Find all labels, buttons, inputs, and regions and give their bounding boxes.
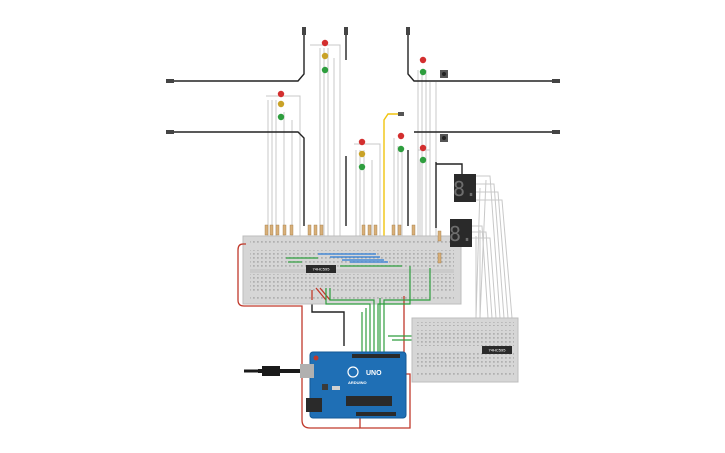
seven-segment-display-1: 8. bbox=[453, 174, 477, 202]
reset-button bbox=[313, 355, 319, 361]
arduino-brand-label: ARDUINO bbox=[348, 380, 367, 385]
red-led bbox=[419, 144, 427, 152]
svg-text:8.: 8. bbox=[453, 177, 477, 201]
usb-connector bbox=[300, 364, 314, 378]
green-led bbox=[419, 156, 427, 164]
analog-header bbox=[356, 412, 396, 416]
yellow-wire bbox=[383, 113, 400, 236]
yellow-led bbox=[358, 150, 366, 158]
digital-header bbox=[352, 354, 400, 358]
red-led bbox=[419, 56, 427, 64]
shift-register-chip-main: 74HC595 bbox=[306, 265, 336, 273]
breadboard-main bbox=[242, 235, 462, 305]
seven-segment-display-2: 8. bbox=[449, 219, 473, 247]
crystal bbox=[332, 386, 340, 390]
led-group-top bbox=[321, 39, 329, 74]
yellow-wire-cap bbox=[398, 112, 404, 116]
arduino-model-label: UNO bbox=[366, 370, 382, 377]
red-led bbox=[358, 138, 366, 146]
led-group-right-c bbox=[419, 144, 427, 164]
chip-label: 74HC595 bbox=[489, 348, 507, 353]
green-led bbox=[277, 113, 285, 121]
capacitor bbox=[322, 384, 328, 390]
green-led bbox=[419, 68, 427, 76]
pushbutton[interactable] bbox=[440, 134, 448, 142]
svg-text:8.: 8. bbox=[449, 222, 473, 246]
breadboard-small bbox=[411, 317, 519, 383]
green-led bbox=[358, 163, 366, 171]
led-group-left bbox=[277, 90, 285, 121]
red-led bbox=[397, 132, 405, 140]
pushbutton[interactable] bbox=[440, 70, 448, 78]
red-led bbox=[321, 39, 329, 47]
red-led bbox=[277, 90, 285, 98]
yellow-led bbox=[321, 52, 329, 60]
yellow-led bbox=[277, 100, 285, 108]
shift-register-chip-small: 74HC595 bbox=[482, 346, 512, 354]
arduino-uno-board: UNO ARDUINO bbox=[244, 351, 407, 419]
led-group-middle bbox=[358, 138, 366, 171]
gray-wires bbox=[266, 44, 513, 319]
chip-label: 74HC595 bbox=[313, 267, 331, 272]
wire-end-caps bbox=[166, 27, 560, 134]
resistors bbox=[264, 224, 442, 264]
green-led bbox=[397, 145, 405, 153]
atmega-chip bbox=[346, 396, 392, 406]
arduino-logo-icon bbox=[347, 366, 359, 378]
led-group-right-a bbox=[397, 132, 405, 153]
power-jack bbox=[306, 398, 322, 412]
led-group-right-b bbox=[419, 56, 427, 76]
green-led bbox=[321, 66, 329, 74]
usb-plug bbox=[262, 366, 280, 376]
board-wires bbox=[286, 253, 402, 267]
